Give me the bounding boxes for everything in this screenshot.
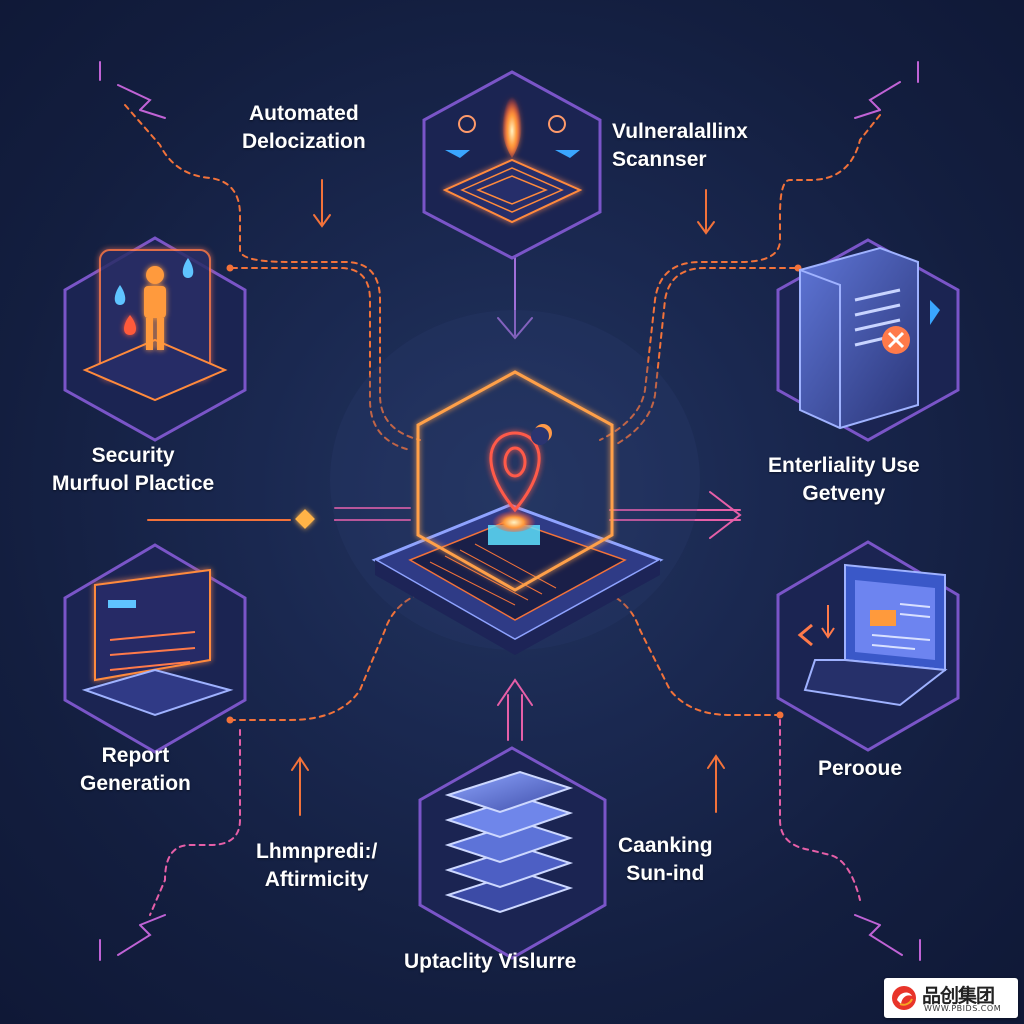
corner-chevron-top-right xyxy=(854,61,919,119)
node-server xyxy=(776,238,960,442)
connector-node-dot xyxy=(776,711,784,719)
connector-top-left xyxy=(124,104,421,441)
label-line: Lhmnpredi:/ xyxy=(256,840,378,863)
node-report-generation xyxy=(63,543,247,754)
label-line: Automated xyxy=(249,102,359,125)
corner-chevron-top-left xyxy=(99,61,166,119)
connector-bottom-left xyxy=(229,589,431,721)
connector-right-arrow xyxy=(609,509,741,521)
center-node xyxy=(330,310,700,655)
arrow-down-vuln xyxy=(697,189,715,235)
label-caanking: Caanking Sun-ind xyxy=(618,832,713,888)
node-top-deployment xyxy=(422,70,602,260)
left-diamond-marker xyxy=(295,509,315,529)
label-line: Generation xyxy=(80,772,191,795)
label-security-practice: Security Murfuol Plactice xyxy=(52,442,214,498)
label-line: Scannser xyxy=(612,148,707,171)
label-line: Uptaclity Vislurre xyxy=(404,950,577,973)
connector-top-right-2 xyxy=(614,267,796,446)
corner-chevron-bottom-left xyxy=(99,914,166,961)
label-perooue: Perooue xyxy=(818,755,902,783)
location-pin-icon xyxy=(489,431,541,513)
watermark-url: WWW.PBIDS.COM xyxy=(924,1004,1002,1013)
label-line: Murfuol Plactice xyxy=(52,472,215,495)
label-line: Security xyxy=(91,444,175,467)
connector-node-dot xyxy=(226,264,234,272)
connector-node-dot xyxy=(226,716,234,724)
label-report-generation: Report Generation xyxy=(80,742,191,798)
label-line: Perooue xyxy=(818,757,903,780)
connector-top-right xyxy=(599,114,881,441)
center-hex-frame xyxy=(416,370,614,592)
person-icon xyxy=(144,266,166,350)
label-automated-delocization: Automated Delocization xyxy=(242,100,366,156)
label-line: Getveny xyxy=(802,482,886,505)
shield-right-icon xyxy=(548,115,566,133)
code-bracket-icon xyxy=(797,623,813,647)
connector-bottom-arrow xyxy=(497,678,533,741)
corner-chevron-bottom-right xyxy=(854,914,921,961)
label-enterliality-use: Enterliality Use Getveny xyxy=(768,452,920,508)
node-laptop xyxy=(776,540,960,752)
brand-logo-icon xyxy=(892,986,916,1010)
connector-bottom-left-2 xyxy=(149,729,241,916)
label-lhmnpredi: Lhmnpredi:/ Aftirmicity xyxy=(256,838,377,894)
node-stack xyxy=(418,746,607,960)
watermark-logo: 品创集团 WWW.PBIDS.COM xyxy=(884,978,1018,1018)
label-line: Vulneralallinx xyxy=(612,120,748,143)
label-vulnerability-scanner: Vulneralallinx Scannser xyxy=(612,118,748,174)
flag-icon xyxy=(930,300,940,325)
label-line: Aftirmicity xyxy=(264,868,369,891)
watermark-brand: 品创集团 xyxy=(922,985,995,1007)
connectors xyxy=(99,61,921,961)
arrow-up-lhmn xyxy=(291,756,309,816)
label-line: Delocization xyxy=(242,130,366,153)
connector-top-arrow xyxy=(497,254,533,340)
arrow-down-automated xyxy=(313,179,331,228)
connector-top-left-2 xyxy=(231,267,411,451)
label-line: Sun-ind xyxy=(626,862,705,885)
arrow-up-caank xyxy=(707,754,725,813)
connector-bottom-right xyxy=(599,589,781,716)
label-line: Report xyxy=(101,744,170,767)
label-line: Enterliality Use xyxy=(768,454,920,477)
rocket-icon xyxy=(502,90,522,158)
layers-icon xyxy=(444,770,574,914)
node-security-practice xyxy=(63,236,247,442)
shield-left-icon xyxy=(458,115,476,133)
label-line: Caanking xyxy=(618,834,713,857)
connector-bottom-right-2 xyxy=(779,719,861,901)
label-uptaclity-vislurre: Uptaclity Vislurre xyxy=(404,948,576,976)
